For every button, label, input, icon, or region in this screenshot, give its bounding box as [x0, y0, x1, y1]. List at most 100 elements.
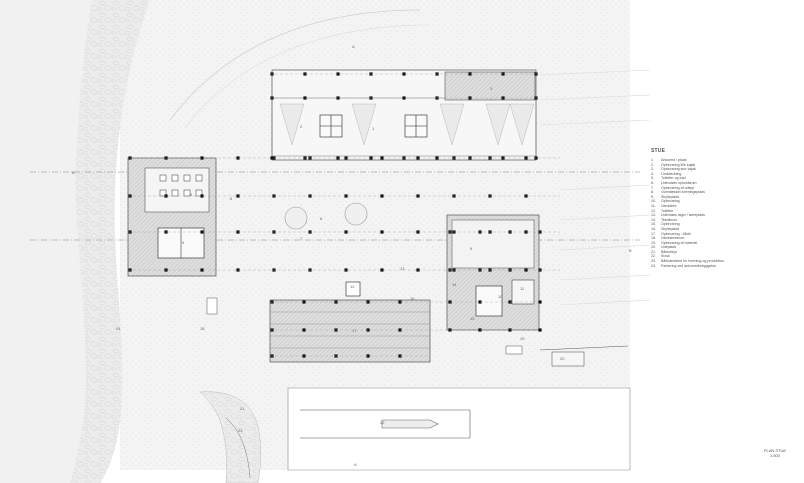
legend-item: 12.Toiletter: [651, 209, 751, 214]
legend-item-number: 1.: [651, 158, 654, 162]
column: [200, 156, 204, 160]
plan-label: 7: [300, 236, 303, 241]
column: [538, 300, 542, 304]
column: [200, 194, 204, 198]
legend-item-text: Parkering ved ankomstbebyggelse: [661, 263, 717, 268]
column: [402, 72, 406, 76]
building-north: [271, 69, 537, 161]
column: [200, 268, 204, 272]
legend-item: 15. Opbevaring: [651, 222, 751, 227]
legend-item-text: Opbevaring: [661, 199, 680, 204]
column: [380, 230, 384, 234]
legend-item: 22. Kiosk: [651, 254, 751, 259]
marker-west: B: [72, 170, 75, 175]
legend-item-text: Værksted: [661, 203, 677, 208]
marker-bottom: A: [354, 462, 357, 467]
legend-item: 3.Opbevaring stor kajak: [651, 167, 751, 172]
marker-top: A: [352, 44, 355, 49]
column: [402, 96, 406, 100]
legend-item-text: Toiletter: [661, 208, 674, 213]
legend-item: 19.Opbevaring af materiel: [651, 241, 751, 246]
plan-label: 10: [498, 294, 503, 299]
building-east: [446, 214, 540, 331]
legend-item-text: Udendørs lager / tørreplads: [661, 213, 705, 218]
legend-item-number: 3.: [651, 167, 654, 172]
plan-label: 16: [410, 296, 415, 301]
legend-item: 21.Bådudstyr: [651, 250, 751, 255]
plan-label: 2: [300, 124, 303, 129]
legend-item-number: 24.: [651, 263, 656, 268]
plan-label: 22: [380, 420, 385, 425]
legend-item-number: 13.: [651, 213, 656, 218]
legend-item-number: 17.: [651, 231, 656, 236]
legend-item-text: Opbevaring lille kajak: [661, 162, 696, 167]
plan-label: 17: [352, 328, 357, 333]
legend-item-text: Udeplads: [661, 245, 677, 250]
building-west: [127, 157, 217, 277]
legend-item: 8.Overdækket foreningsplads: [651, 190, 751, 195]
legend-item-text: Opbevaring af udstyr: [661, 185, 695, 190]
legend-item: 14.Teknikrum: [651, 218, 751, 223]
column: [538, 328, 542, 332]
column: [380, 194, 384, 198]
legend-item: 9.Skylleplads: [651, 195, 751, 200]
legend-item: 24. Parkering ved ankomstbebyggelse: [651, 264, 751, 269]
plan-label: 3: [490, 86, 493, 91]
plan-label: 8: [320, 216, 323, 221]
legend-item: 7.Opbevaring af udstyr: [651, 186, 751, 191]
column: [200, 230, 204, 234]
plan-label: 20: [560, 356, 565, 361]
plan-label: 18: [200, 326, 205, 331]
plan-label: 1: [372, 126, 375, 131]
legend-item: 20. Udeplads: [651, 245, 751, 250]
legend-item: 11.Værksted: [651, 204, 751, 209]
grid-lines: [128, 73, 560, 357]
legend-item: 5.Toiletter og bad: [651, 176, 751, 181]
plan-label: 24: [116, 326, 121, 331]
column: [270, 156, 274, 160]
plan-label: 6: [230, 196, 233, 201]
legend-item-number: 18.: [651, 236, 656, 241]
plan-label: 11: [520, 286, 525, 291]
legend-item-text: Kiosk: [661, 254, 670, 259]
legend-item-number: 8.: [651, 190, 654, 195]
column: [302, 354, 306, 358]
plan-label: 9: [470, 246, 473, 251]
slipway: [287, 387, 631, 471]
plan-label: 5: [182, 240, 185, 245]
plan-label: 19: [520, 336, 525, 341]
plan-label: 14: [452, 282, 457, 287]
legend-item: 1.Ankomst / plads: [651, 158, 751, 163]
legend-item: 6.Udendørs opholdsrum: [651, 181, 751, 186]
legend-item-text: Teknikrum: [661, 217, 678, 222]
legend-item-text: Omklædning: [661, 171, 682, 176]
legend-item-number: 22.: [651, 254, 656, 259]
plan-label: 4: [190, 192, 193, 197]
title-block: PLAN STUE 1:500: [755, 448, 795, 458]
vehicle-car: [505, 345, 523, 355]
legend-item-text: Opbevaring af materiel: [661, 240, 698, 245]
plan-label: 12: [350, 284, 355, 289]
rock-shore: [70, 0, 150, 483]
legend-item-text: Opbevaring: [661, 222, 680, 227]
legend-item-number: 5.: [651, 176, 654, 181]
legend-item: 17.Opbevaring - både: [651, 232, 751, 237]
legend-item-text: Bådværksted for forening og produktion: [661, 259, 725, 264]
legend-item-number: 2.: [651, 162, 654, 167]
breakwater: [199, 391, 262, 483]
legend-item-text: Bådudstyr: [661, 249, 678, 254]
column: [302, 328, 306, 332]
round-plazas: [284, 202, 368, 230]
legend-item-number: 15.: [651, 222, 656, 227]
legend-item-text: Udendørs opholdsrum: [661, 180, 697, 185]
drawing-scale: 1:500: [769, 453, 780, 458]
legend-item-number: 20.: [651, 245, 656, 250]
legend-item-number: 10.: [651, 199, 656, 204]
legend-item-text: Skylleplads: [661, 194, 680, 199]
road-curve: [169, 9, 421, 121]
legend-item: 13. Udendørs lager / tørreplads: [651, 213, 751, 218]
legend-item-number: 23.: [651, 259, 656, 264]
